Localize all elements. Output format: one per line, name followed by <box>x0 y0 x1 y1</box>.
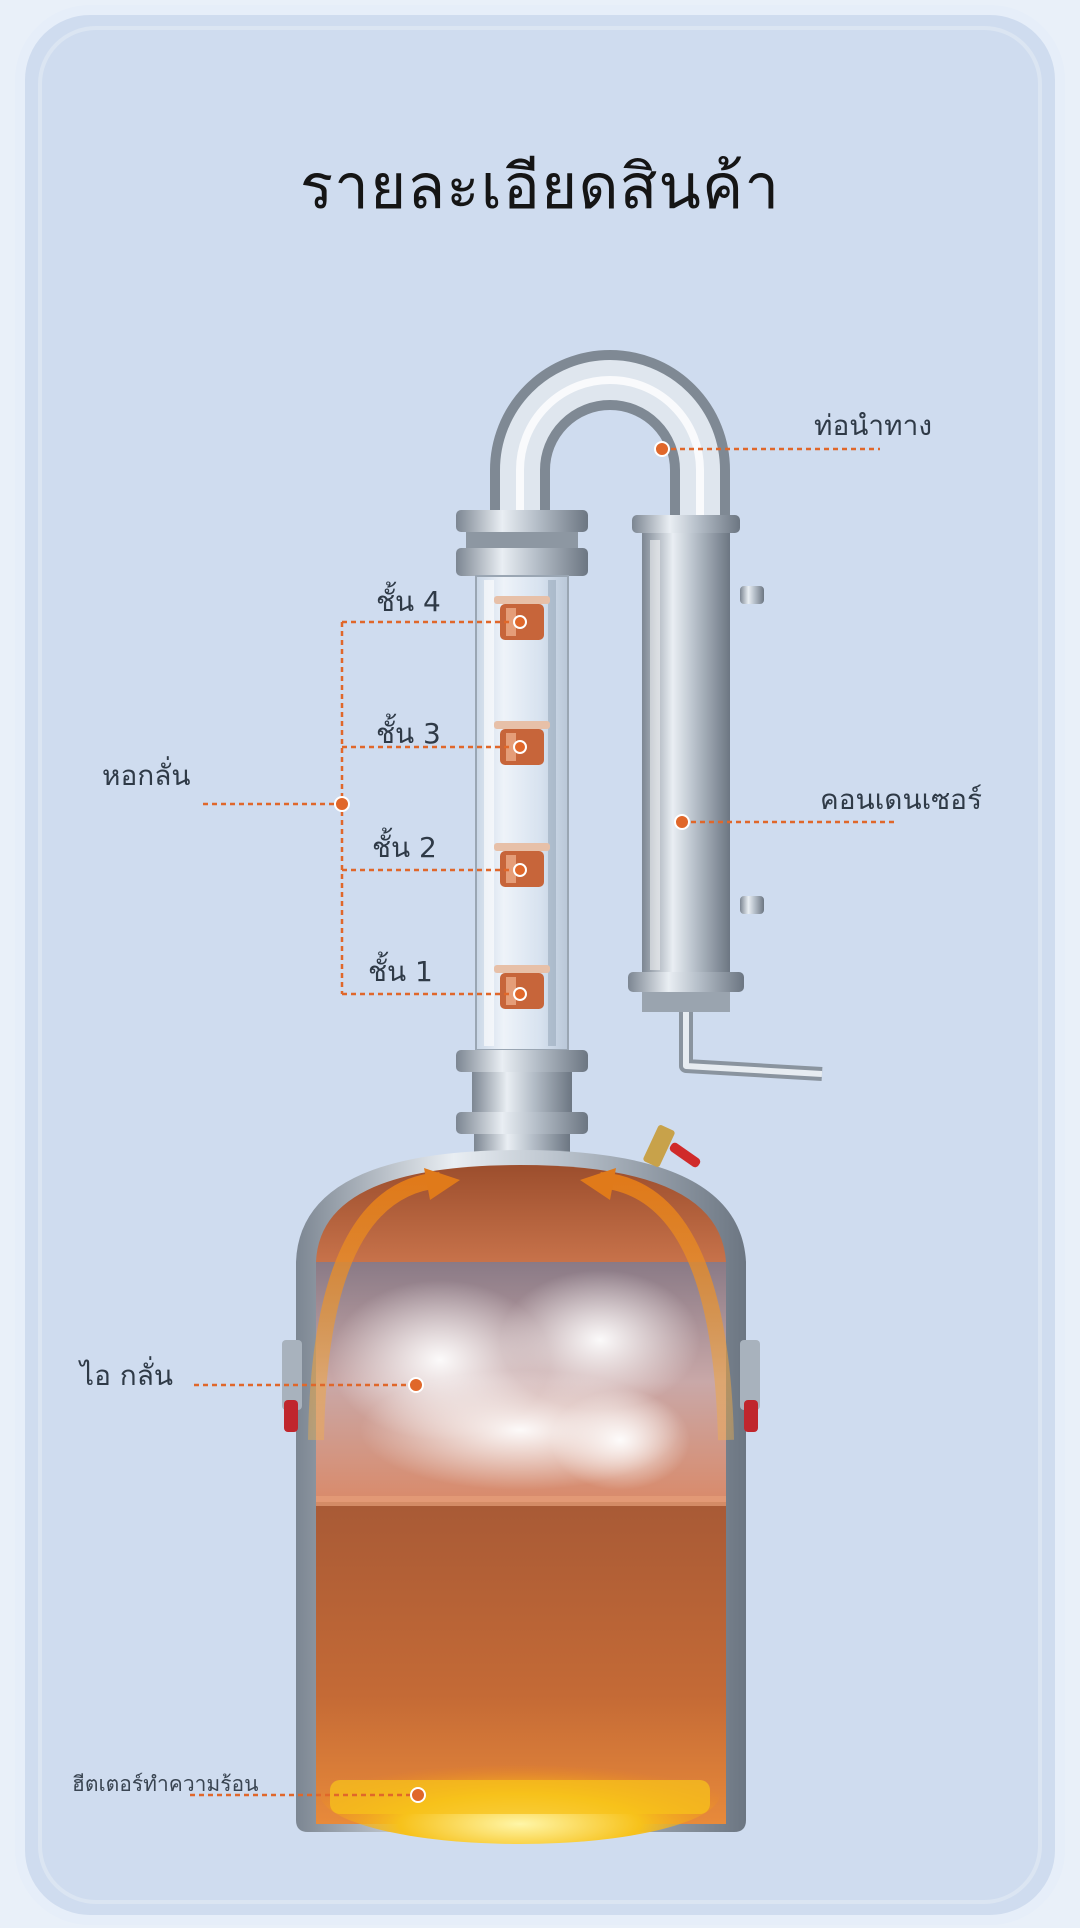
distillation-column <box>456 510 588 1158</box>
condenser <box>628 515 823 1081</box>
plate-1 <box>494 965 550 1009</box>
label-condenser: คอนเดนเซอร์ <box>820 783 983 816</box>
gooseneck-pipe <box>490 350 730 520</box>
label-layer-3: ชั้น 3 <box>376 717 441 750</box>
boiler-tank <box>282 1150 760 1844</box>
page-title: รายละเอียดสินค้า <box>299 150 781 223</box>
valve <box>643 1125 701 1168</box>
leader-lines <box>190 447 898 1797</box>
label-column: หอกลั่น <box>102 759 191 792</box>
leader-dots <box>334 441 690 1803</box>
label-layer-1: ชั้น 1 <box>368 955 433 988</box>
label-gooseneck-pipe: ท่อนำทาง <box>814 409 932 442</box>
label-heater: ฮีตเตอร์ทำความร้อน <box>72 1772 259 1796</box>
label-layer-2: ชั้น 2 <box>372 831 437 864</box>
label-layer-4: ชั้น 4 <box>376 585 441 618</box>
label-vapor: ไอ กลั่น <box>80 1359 174 1392</box>
